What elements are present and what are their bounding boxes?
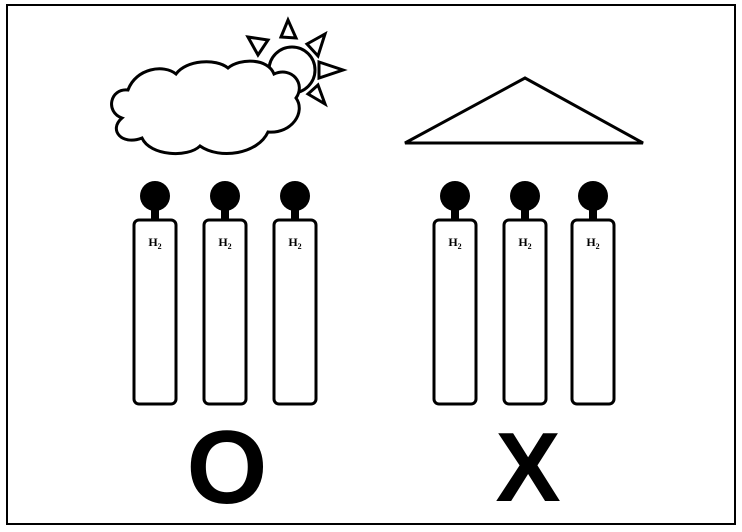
gas-cylinder: H2 [570,181,616,406]
verdict-right: X [495,412,560,522]
cylinder-label: H2 [288,235,301,251]
gas-cylinder: H2 [502,181,548,406]
cylinder-label-symbol: H [148,235,158,249]
cloud-icon [110,59,301,156]
cylinder-body [432,218,478,406]
valve-neck [589,208,597,221]
valve-neck [521,208,529,221]
cylinder-label-subscript: 2 [158,242,162,251]
cylinder-label-symbol: H [448,235,458,249]
valve-neck [291,208,299,221]
cylinder-body [132,218,178,406]
cylinder-label-subscript: 2 [458,242,462,251]
cylinder-body [272,218,318,406]
cylinder-label: H2 [518,235,531,251]
valve-icon [578,181,608,211]
gas-cylinder: H2 [132,181,178,406]
verdict-left: O [187,410,268,526]
gas-cylinder: H2 [272,181,318,406]
valve-icon [210,181,240,211]
cylinder-label-symbol: H [218,235,228,249]
valve-neck [221,208,229,221]
valve-icon [440,181,470,211]
cylinder-label-subscript: 2 [596,242,600,251]
cylinder-label-subscript: 2 [298,242,302,251]
cylinder-label-symbol: H [586,235,596,249]
gas-cylinder: H2 [202,181,248,406]
valve-icon [280,181,310,211]
cylinder-body [570,218,616,406]
cylinder-body [202,218,248,406]
cylinder-label: H2 [586,235,599,251]
cylinder-label: H2 [148,235,161,251]
gas-cylinder: H2 [432,181,478,406]
frame-border [6,4,736,525]
cylinder-label-subscript: 2 [528,242,532,251]
valve-neck [151,208,159,221]
cylinder-label-symbol: H [518,235,528,249]
cylinder-label-symbol: H [288,235,298,249]
roof-icon [404,76,644,145]
valve-icon [510,181,540,211]
cylinder-label: H2 [218,235,231,251]
valve-icon [140,181,170,211]
cylinder-body [502,218,548,406]
cylinder-label: H2 [448,235,461,251]
cylinder-label-subscript: 2 [228,242,232,251]
valve-neck [451,208,459,221]
